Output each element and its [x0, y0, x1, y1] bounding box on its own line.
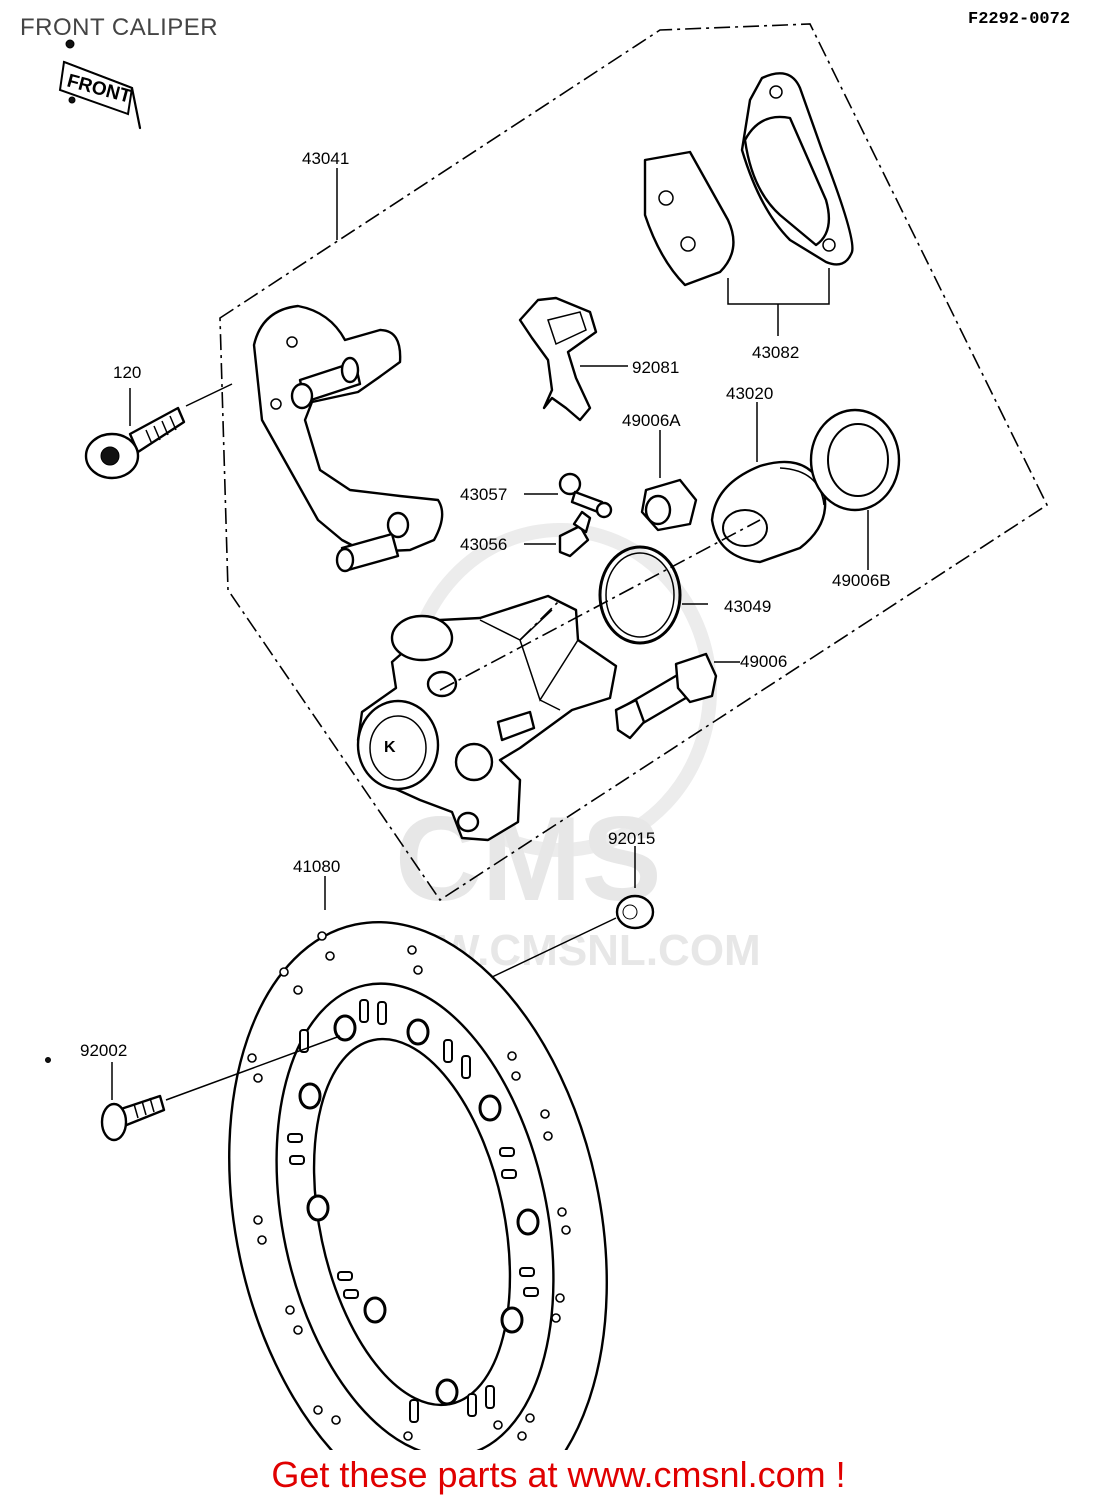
piston-43020 — [710, 402, 827, 564]
part-label-92081: 92081 — [632, 358, 679, 377]
part-label-49006: 49006 — [740, 652, 787, 671]
caliper-body: K — [356, 594, 618, 842]
dust-seal-43049 — [598, 545, 708, 645]
brake-disc-41080 — [228, 876, 608, 1450]
boot-49006A — [640, 430, 698, 532]
footer-link-text[interactable]: Get these parts at www.cmsnl.com ! — [271, 1454, 846, 1495]
bleed-cap-43057 — [524, 472, 613, 519]
disc-bolt-92002 — [45, 1035, 341, 1142]
part-label-41080: 41080 — [293, 857, 340, 876]
watermark-brand: CMS — [395, 792, 662, 926]
disc-bolt-holes — [298, 1014, 540, 1406]
assembly-axis-lines — [439, 519, 761, 691]
part-labels: 43041 120 92081 43082 49006A 43020 43057… — [80, 149, 891, 1060]
front-direction-tag: FRONT — [58, 39, 142, 130]
exploded-parts-diagram: CMS WWW.CMSNL.COM FRONT — [45, 23, 1049, 1450]
part-label-43082: 43082 — [752, 343, 799, 362]
part-label-92002: 92002 — [80, 1041, 127, 1060]
caliper-bracket-43041 — [252, 304, 444, 573]
diagram-ref-code: F2292-0072 — [968, 10, 1071, 29]
part-label-92015: 92015 — [608, 829, 655, 848]
disc-perforations — [247, 931, 571, 1441]
part-label-43056: 43056 — [460, 535, 507, 554]
part-label-120: 120 — [113, 363, 141, 382]
assembly-outline — [219, 23, 1049, 902]
part-label-49006A: 49006A — [622, 411, 681, 430]
part-label-49006B: 49006B — [832, 571, 891, 590]
part-label-43049: 43049 — [724, 597, 771, 616]
part-label-43057: 43057 — [460, 485, 507, 504]
washer-92015 — [489, 846, 655, 979]
bolt-120 — [84, 383, 233, 480]
page-title: FRONT CALIPER — [20, 14, 219, 41]
part-label-43041: 43041 — [302, 149, 349, 168]
pad-spring-92081 — [518, 296, 628, 422]
piston-seal-49006B — [809, 408, 901, 570]
slide-pin-49006 — [614, 652, 740, 740]
disc-slots — [287, 999, 539, 1423]
bleed-valve-43056 — [524, 510, 592, 558]
brake-pads-43082 — [643, 72, 854, 336]
svg-text:K: K — [384, 739, 396, 756]
part-label-43020: 43020 — [726, 384, 773, 403]
